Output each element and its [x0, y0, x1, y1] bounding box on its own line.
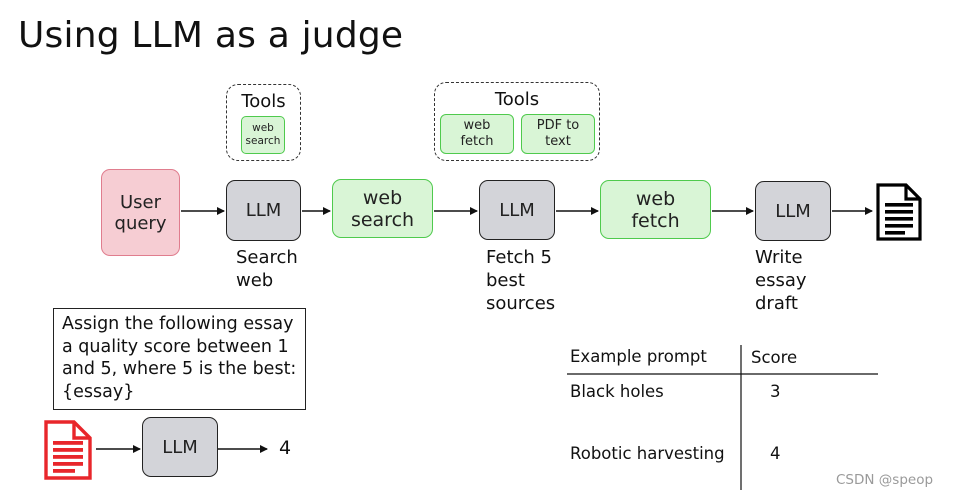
essay-document-icon	[44, 420, 92, 480]
step-label-fetch: Fetch 5 best sources	[486, 247, 556, 314]
table-cell-prompt: Black holes	[570, 382, 664, 401]
table-cell-score: 3	[770, 382, 781, 401]
web-search-box: web search	[332, 179, 433, 238]
llm-box-fetch: LLM	[479, 180, 555, 240]
step-label-search: Search web	[236, 247, 298, 291]
tools-label: Tools	[241, 91, 286, 112]
tool-web-search: web search	[241, 116, 285, 154]
table-cell-score: 4	[770, 444, 781, 463]
judge-prompt-box: Assign the following essay a quality sco…	[53, 308, 306, 410]
tools-label: Tools	[494, 89, 540, 110]
tools-group-fetch: Tools	[434, 82, 600, 161]
llm-box-search: LLM	[226, 180, 301, 241]
table-header-prompt: Example prompt	[570, 347, 707, 366]
llm-box-write: LLM	[755, 181, 831, 241]
tool-web-fetch: web fetch	[440, 114, 514, 154]
watermark: CSDN @speop	[836, 472, 934, 488]
page-title: Using LLM as a judge	[18, 15, 404, 56]
tool-pdf-to-text: PDF to text	[521, 114, 595, 154]
judge-output-score: 4	[279, 437, 292, 459]
llm-judge-box: LLM	[142, 417, 218, 477]
document-icon	[876, 183, 922, 241]
step-label-write: Write essay draft	[755, 247, 807, 314]
user-query-box: User query	[101, 169, 180, 256]
table-header-score: Score	[751, 348, 798, 367]
web-fetch-box: web fetch	[600, 180, 711, 239]
tools-group-search: Tools	[226, 84, 301, 161]
table-cell-prompt: Robotic harvesting	[570, 444, 725, 463]
